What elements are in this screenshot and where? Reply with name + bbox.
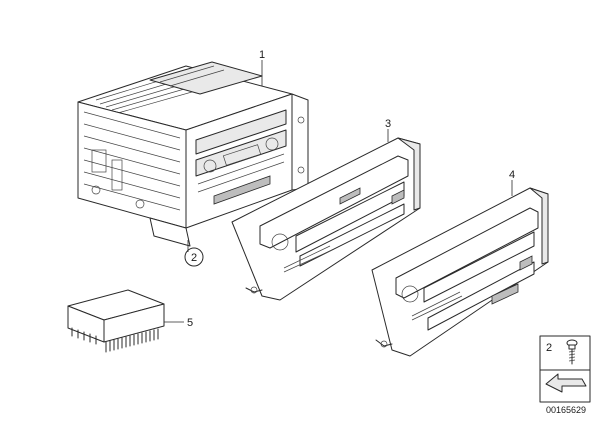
document-number: 00165629 [546,405,586,415]
callout-5[interactable]: 5 [187,317,193,329]
callout-1[interactable]: 1 [259,49,265,61]
trim-panel-part-4[interactable] [371,187,549,357]
legend-part-number: 2 [546,342,552,354]
legend-box: 2 [539,335,591,403]
module-pins [71,327,159,353]
callout-3[interactable]: 3 [385,118,391,130]
callout-4[interactable]: 4 [509,169,515,181]
trim-panel-part-3[interactable] [231,137,421,301]
screw-icon [566,339,578,365]
direction-arrow-icon [545,373,587,393]
callout-2[interactable]: 2 [191,252,197,264]
radio-unit-part-1[interactable] [77,61,309,247]
module-box-part-5[interactable] [67,289,165,353]
callout-2-circle [184,247,204,267]
